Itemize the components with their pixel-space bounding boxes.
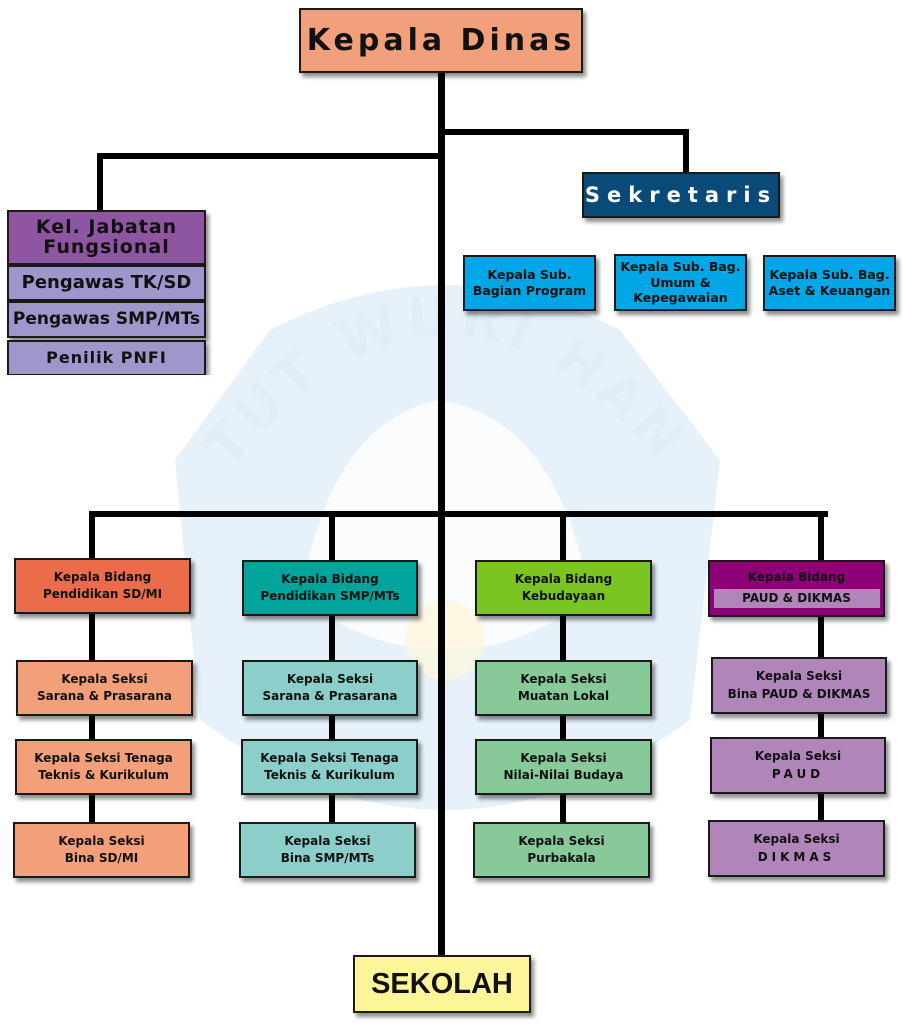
connector-bidang-1	[89, 511, 95, 559]
seksi-line2: Bina PAUD & DIKMAS	[727, 686, 871, 701]
bidang-head-line2: Pendidikan SD/MI	[42, 587, 163, 601]
seksi-line2: Sarana & Prasarana	[37, 689, 172, 703]
connector-bidang-3	[560, 511, 566, 561]
bidang-head-line1: Kepala Bidang	[747, 570, 846, 585]
seksi-box[interactable]: Kepala Seksi DIKMAS	[708, 820, 885, 877]
seksi-box[interactable]: Kepala Seksi Muatan Lokal	[475, 660, 652, 716]
seksi-line2: Nilai-Nilai Budaya	[503, 768, 624, 782]
bidang-head-line2: Pendidikan SMP/MTs	[260, 589, 400, 603]
kepala-dinas-label: Kepala Dinas	[306, 22, 576, 58]
seksi-line1: Kepala Seksi	[518, 833, 605, 848]
seksi-line1: Kepala Seksi	[520, 671, 607, 686]
jabatan-fungsional-item-label: Pengawas SMP/MTs	[12, 309, 201, 330]
seksi-line2: Teknis & Kurikulum	[264, 768, 395, 782]
seksi-line2: Bina SMP/MTs	[280, 851, 375, 865]
seksi-box[interactable]: Kepala Seksi Sarana & Prasarana	[242, 660, 418, 716]
seksi-line1: Kepala Seksi	[755, 669, 843, 684]
connector-bidang-bar	[89, 511, 828, 517]
jabatan-fungsional-item[interactable]: Pengawas TK/SD	[7, 265, 206, 301]
bidang-head-line1: Kepala Bidang	[53, 569, 152, 584]
jabatan-fungsional-item-label: Penilik PNFI	[46, 348, 167, 368]
seksi-line2: Teknis & Kurikulum	[38, 768, 169, 782]
seksi-box[interactable]: Kepala Seksi Purbakala	[473, 822, 650, 878]
sub-bagian-label-3: Kepegawaian	[633, 290, 728, 306]
seksi-line1: Kepala Seksi Tenaga	[34, 750, 173, 765]
seksi-line1: Kepala Seksi	[754, 749, 842, 764]
seksi-line1: Kepala Seksi Tenaga	[260, 750, 399, 765]
bidang-sd-head[interactable]: Kepala Bidang Pendidikan SD/MI	[14, 558, 191, 614]
sekretaris-label: Sekretaris	[584, 182, 778, 207]
sub-bagian-program-box[interactable]: Kepala Sub. Bagian Program	[463, 255, 596, 311]
connector-col-4	[818, 614, 824, 822]
seksi-line2: Bina SD/MI	[64, 851, 139, 865]
sub-bagian-aset-box[interactable]: Kepala Sub. Bag. Aset & Keuangan	[763, 255, 896, 311]
sub-bagian-label-2: Aset & Keuangan	[768, 283, 891, 298]
connector-col-3	[560, 614, 566, 826]
jabatan-fungsional-title-1: Kel. Jabatan	[35, 215, 178, 238]
sekolah-box[interactable]: SEKOLAH	[353, 955, 531, 1013]
bidang-head-line1: Kepala Bidang	[514, 571, 613, 586]
seksi-box[interactable]: Kepala Seksi Tenaga Teknis & Kurikulum	[241, 739, 418, 795]
sub-bagian-umum-box[interactable]: Kepala Sub. Bag. Umum & Kepegawaian	[614, 254, 747, 311]
seksi-line2: Sarana & Prasarana	[262, 689, 398, 703]
connector-col-2	[329, 614, 335, 826]
connector-bidang-4	[818, 511, 824, 561]
seksi-line2: Purbakala	[527, 851, 596, 865]
connector-right-branch	[441, 129, 688, 135]
connector-right-drop	[683, 129, 689, 173]
jabatan-fungsional-item[interactable]: Penilik PNFI	[7, 340, 206, 376]
seksi-box[interactable]: Kepala Seksi Tenaga Teknis & Kurikulum	[15, 739, 192, 795]
sekretaris-box[interactable]: Sekretaris	[582, 172, 780, 218]
sub-bagian-label-2: Bagian Program	[472, 283, 587, 298]
blank-patch	[7, 375, 212, 411]
sub-bagian-label-1: Kepala Sub. Bag.	[769, 267, 890, 283]
bidang-head-line1: Kepala Bidang	[281, 571, 379, 586]
connector-left-drop	[97, 153, 103, 211]
seksi-line1: Kepala Seksi	[284, 833, 371, 848]
bidang-head-line2: Kebudayaan	[521, 589, 606, 603]
bidang-smp-head[interactable]: Kepala Bidang Pendidikan SMP/MTs	[242, 560, 418, 616]
seksi-box[interactable]: Kepala Seksi PAUD	[710, 737, 886, 794]
seksi-line1: Kepala Seksi	[520, 750, 607, 765]
kepala-dinas-box[interactable]: Kepala Dinas	[299, 8, 583, 73]
seksi-box[interactable]: Kepala Seksi Bina SD/MI	[13, 822, 190, 878]
bidang-head-line2: PAUD & DIKMAS	[713, 588, 880, 608]
jabatan-fungsional-item[interactable]: Pengawas SMP/MTs	[7, 301, 206, 338]
seksi-line1: Kepala Seksi	[61, 671, 148, 686]
jabatan-fungsional-title-2: Fungsional	[43, 235, 170, 258]
sub-bagian-label-1: Kepala Sub. Bag.	[620, 259, 741, 275]
seksi-line2: DIKMAS	[757, 849, 836, 864]
sekolah-label: SEKOLAH	[371, 967, 513, 1000]
connector-bidang-2	[329, 511, 335, 561]
sub-bagian-label-1: Kepala Sub.	[487, 267, 572, 283]
seksi-box[interactable]: Kepala Seksi Sarana & Prasarana	[16, 660, 193, 716]
seksi-line1: Kepala Seksi	[58, 833, 145, 848]
seksi-line1: Kepala Seksi	[753, 832, 840, 847]
seksi-line1: Kepala Seksi	[286, 671, 374, 686]
jabatan-fungsional-item-label: Pengawas TK/SD	[21, 271, 192, 293]
connector-col-1	[89, 612, 95, 824]
seksi-line2: Muatan Lokal	[517, 689, 610, 703]
connector-left-branch	[97, 153, 441, 159]
bidang-kebudayaan-head[interactable]: Kepala Bidang Kebudayaan	[475, 560, 652, 616]
bidang-paud-head[interactable]: Kepala Bidang PAUD & DIKMAS	[708, 560, 885, 617]
seksi-box[interactable]: Kepala Seksi Nilai-Nilai Budaya	[475, 739, 652, 795]
sub-bagian-label-2: Umum &	[650, 274, 711, 290]
seksi-line2: PAUD	[771, 766, 825, 781]
jabatan-fungsional-header[interactable]: Kel. Jabatan Fungsional	[7, 210, 206, 265]
seksi-box[interactable]: Kepala Seksi Bina SMP/MTs	[239, 822, 416, 878]
seksi-box[interactable]: Kepala Seksi Bina PAUD & DIKMAS	[711, 657, 887, 714]
